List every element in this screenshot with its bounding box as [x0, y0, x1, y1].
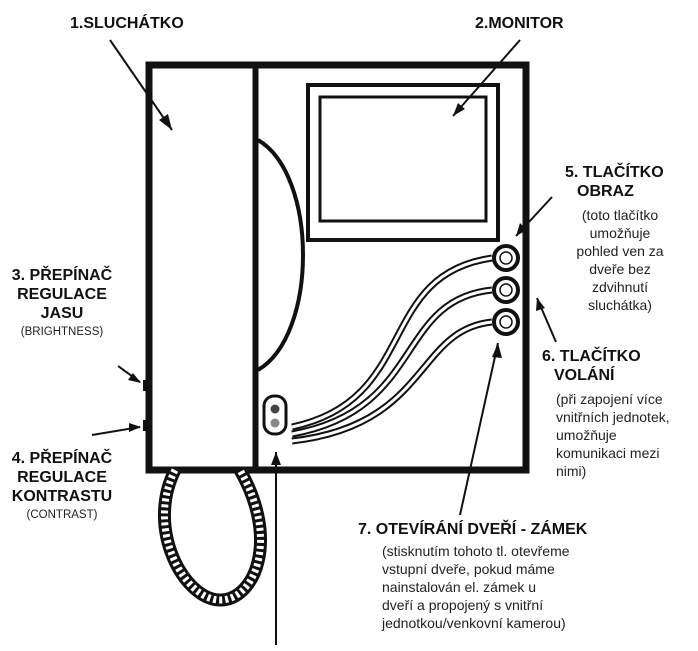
label-brightness-line-1: 3. PŘEPÍNAČ — [11, 267, 113, 284]
cradle-arc — [256, 138, 305, 372]
label-call-button: 6. TLAČÍTKO VOLÁNÍ — [542, 347, 641, 385]
label-monitor: 2.MONITOR — [475, 15, 564, 32]
door-lock-desc-line-3: nainstalován el. zámek u — [382, 579, 537, 595]
image-button-desc: (toto tlačítko umožňuje pohled ven za dv… — [560, 206, 680, 314]
intercom-housing — [145, 61, 530, 474]
indicator-module — [262, 394, 288, 436]
label-image-button-line-2: OBRAZ — [577, 183, 634, 200]
image-button-desc-line-6: sluchátka) — [588, 297, 652, 313]
label-contrast-line-2: REGULACE — [17, 469, 107, 486]
indicator-led-1 — [270, 404, 280, 414]
label-door-lock: 7. OTEVÍRÁNÍ DVEŘÍ - ZÁMEK — [358, 521, 588, 538]
cable-1-core — [291, 256, 493, 429]
label-image-button: 5. TLAČÍTKO OBRAZ — [565, 163, 664, 201]
cable-2 — [291, 286, 493, 438]
label-brightness-line-2: REGULACE — [17, 286, 107, 303]
door-button-inner — [499, 315, 513, 329]
handset — [149, 65, 256, 470]
image-button-desc-line-1: (toto tlačítko — [581, 207, 659, 223]
label-brightness-line-3: JASU — [40, 305, 84, 322]
label-contrast-line-1: 4. PŘEPÍNAČ — [11, 450, 113, 467]
call-button-desc-line-4: komunikaci mezi — [556, 445, 660, 461]
label-image-button-line-1: 5. TLAČÍTKO — [565, 164, 664, 181]
brightness-switch — [143, 380, 149, 391]
image-button-inner — [499, 251, 513, 265]
cable-2-core — [291, 288, 493, 436]
call-button-desc-line-3: umožňuje — [556, 427, 617, 443]
coiled-cord — [158, 466, 267, 607]
arrow-heads — [128, 103, 545, 465]
image-button-desc-line-5: zdvihnutí — [591, 279, 649, 295]
call-button-desc: (při zapojení více vnitřních jednotek, u… — [556, 390, 696, 480]
label-call-button-line-1: 6. TLAČÍTKO — [542, 348, 641, 365]
image-button-desc-line-2: umožňuje — [589, 225, 651, 241]
contrast-switch — [143, 420, 149, 431]
image-button-desc-line-4: dveře bez — [589, 261, 651, 277]
call-button-desc-line-2: vnitřních jednotek, — [556, 409, 670, 425]
label-contrast-sub: (CONTRAST) — [26, 509, 98, 521]
label-call-button-line-2: VOLÁNÍ — [554, 367, 615, 384]
door-lock-desc-line-2: vstupní dveře, pokud máme — [382, 561, 555, 577]
call-button-desc-line-5: nimi) — [556, 463, 587, 479]
door-lock-desc: (stisknutím tohoto tl. otevřeme vstupní … — [382, 542, 662, 632]
label-brightness: 3. PŘEPÍNAČ REGULACE JASU (BRIGHTNESS) — [2, 266, 122, 342]
cable-3-core — [291, 320, 493, 443]
leader-lines — [91, 39, 557, 645]
image-button-desc-line-3: pohled ven za — [576, 243, 664, 259]
label-brightness-sub: (BRIGHTNESS) — [20, 326, 104, 338]
door-lock-desc-line-4: dveří a propojený s vnitřní — [382, 597, 544, 613]
call-button-desc-line-1: (při zapojení více — [556, 391, 663, 407]
indicator-led-2 — [270, 418, 280, 428]
label-handset: 1.SLUCHÁTKO — [70, 15, 184, 32]
label-contrast: 4. PŘEPÍNAČ REGULACE KONTRASTU (CONTRAST… — [2, 449, 122, 525]
door-lock-desc-line-1: (stisknutím tohoto tl. otevřeme — [382, 543, 570, 559]
call-button-inner — [499, 283, 513, 297]
monitor-screen — [318, 95, 488, 223]
label-contrast-line-3: KONTRASTU — [11, 488, 113, 505]
door-lock-desc-line-5: jednotkou/venkovní kamerou) — [382, 615, 566, 631]
